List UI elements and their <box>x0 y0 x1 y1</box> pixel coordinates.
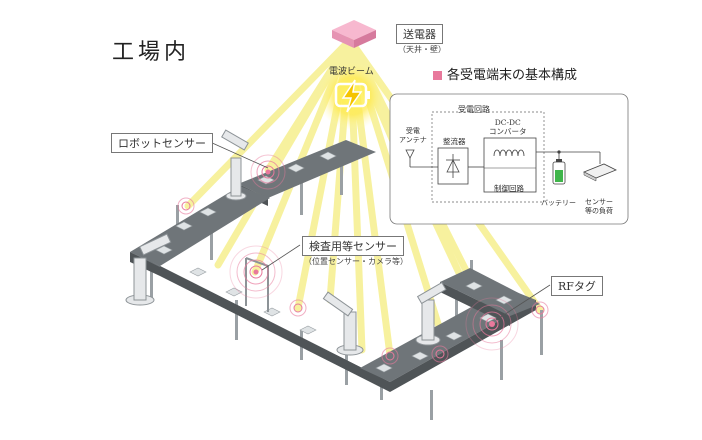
inspection-sensor-sub: （位置センサー・カメラ等） <box>304 257 408 266</box>
control-circuit-label: 制御回路 <box>494 184 524 193</box>
pink-square-icon <box>433 71 442 80</box>
sensor-rings <box>177 154 549 365</box>
battery-icon <box>552 159 566 185</box>
coil-icon <box>493 149 525 157</box>
factory-title: 工場内 <box>112 40 191 65</box>
sensor-load-label: センサー 等の負荷 <box>585 198 613 215</box>
dcdc-label: DC-DC コンバータ <box>489 118 527 136</box>
basic-config-title: 各受電端末の基本構成 <box>433 64 577 83</box>
rectifier-icon <box>446 154 460 178</box>
lightning-icon <box>334 79 370 113</box>
sensor-dots <box>253 169 495 327</box>
antenna-label: 受電 アンテナ <box>399 127 427 144</box>
robot-arms <box>125 129 447 356</box>
basic-config-panel <box>389 93 629 225</box>
sensor-load-icon <box>583 152 617 182</box>
transmitter-label: 送電器 <box>396 24 443 44</box>
inspection-sensor-label: 検査用等センサー <box>302 236 404 256</box>
transmitter-sub: （天井・壁） <box>398 45 446 54</box>
transmitter-cube <box>332 20 376 48</box>
rf-tag-label: RFタグ <box>551 276 603 296</box>
battery-label: バッテリー <box>541 199 576 207</box>
basic-config-title-text: 各受電端末の基本構成 <box>447 68 578 83</box>
rectifier-label: 整流器 <box>443 137 466 146</box>
antenna-icon <box>405 149 438 168</box>
beam-label: 電波ビーム <box>329 67 374 77</box>
callout-lines <box>209 141 551 321</box>
robot-sensor-label: ロボットセンサー <box>111 133 213 153</box>
receive-circuit-label: 受電回路 <box>458 105 490 114</box>
